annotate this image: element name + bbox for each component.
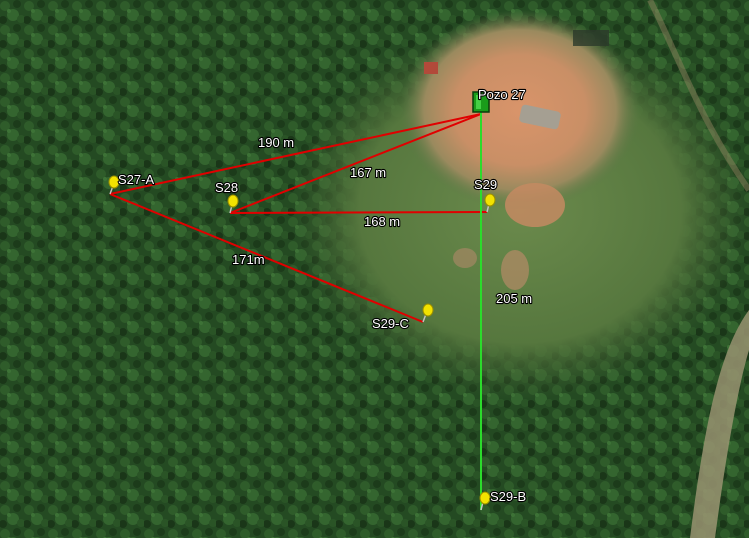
well-marker[interactable]: Pozo 27	[472, 86, 527, 113]
well-square-icon-highlight	[476, 95, 481, 109]
dirt-road	[690, 310, 749, 538]
distance-label-s27a-s29c: 171m	[232, 252, 265, 267]
pin-label: S29	[474, 177, 497, 192]
line-s27a-s29c[interactable]	[109, 193, 424, 323]
soil-clearing	[400, 10, 640, 210]
yellow-pushpin-icon	[479, 491, 491, 511]
structure	[573, 30, 609, 46]
pin-s28[interactable]: S28	[214, 179, 239, 214]
line-well-s28[interactable]	[229, 113, 482, 214]
soil-patch	[501, 250, 529, 290]
soil-patch	[453, 248, 477, 268]
yellow-pushpin-icon	[227, 194, 239, 214]
building	[424, 62, 438, 74]
yellow-pushpin-icon	[108, 175, 120, 195]
distance-label-well-s27a: 190 m	[258, 135, 294, 150]
structure	[519, 104, 561, 130]
pin-label: S27-A	[118, 172, 154, 187]
yellow-pushpin-icon	[484, 193, 496, 213]
soil-patch	[505, 183, 565, 227]
distance-label-well-s28: 167 m	[350, 165, 386, 180]
line-s28-s29[interactable]	[229, 211, 488, 214]
pin-s29c[interactable]: S29-C	[371, 303, 434, 332]
pin-s29b[interactable]: S29-B	[479, 488, 527, 511]
distance-label-s28-s29: 168 m	[364, 214, 400, 229]
pin-s27a[interactable]: S27-A	[108, 171, 156, 195]
pin-label: S29-C	[372, 316, 409, 331]
pin-label: S28	[215, 180, 238, 195]
yellow-pushpin-icon	[422, 303, 434, 323]
line-well-s27a[interactable]	[109, 113, 482, 195]
pin-s29[interactable]: S29	[473, 176, 498, 213]
well-label: Pozo 27	[478, 87, 526, 102]
measurement-lines	[109, 106, 488, 510]
measurement-labels: 190 m 167 m 168 m 171m 205 m	[231, 134, 533, 307]
dirt-track	[647, 0, 749, 192]
distance-label-well-s29b: 205 m	[496, 291, 532, 306]
pin-label: S29-B	[490, 489, 526, 504]
